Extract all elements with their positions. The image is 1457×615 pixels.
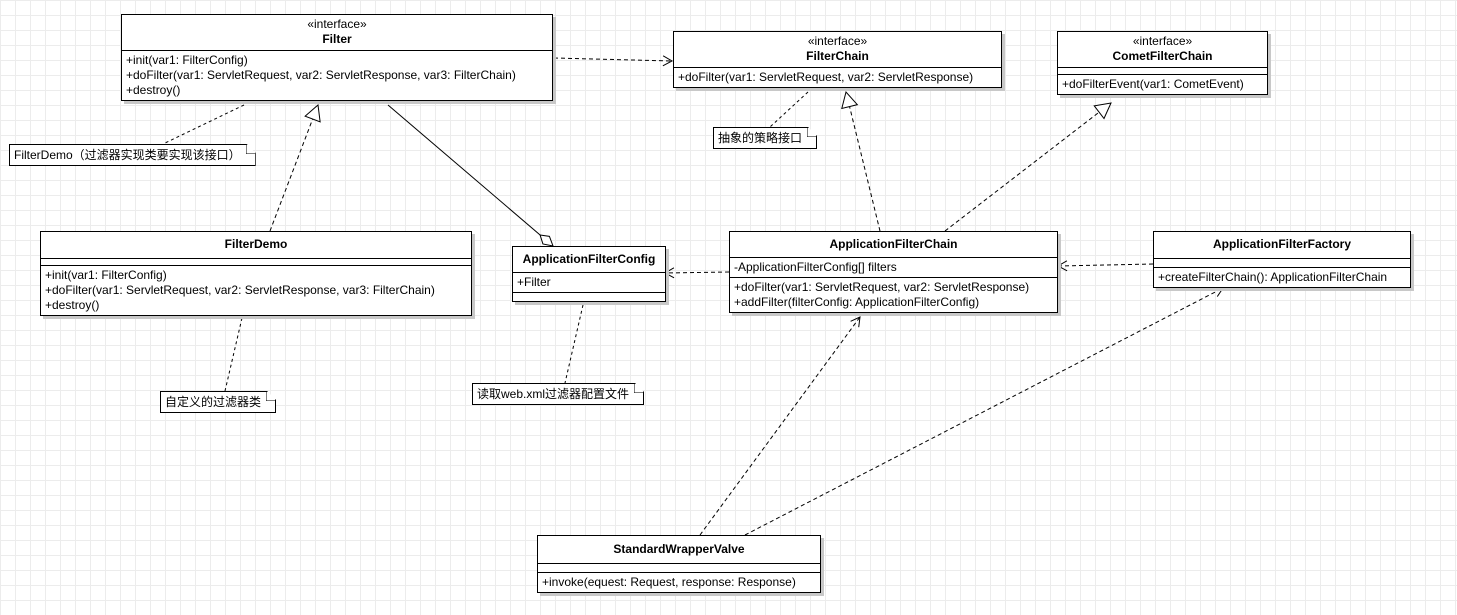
operations-compartment: +doFilter(var1: ServletRequest, var2: Se… [674, 68, 1001, 87]
class-filter[interactable]: «interface» Filter +init(var1: FilterCon… [121, 14, 553, 101]
class-name: ApplicationFilterChain [829, 237, 958, 251]
class-filterdemo[interactable]: FilterDemo +init(var1: FilterConfig) +do… [40, 231, 472, 316]
operations-compartment: +createFilterChain(): ApplicationFilterC… [1154, 268, 1410, 287]
operation: +addFilter(filterConfig: ApplicationFilt… [734, 295, 980, 309]
operation: +doFilter(var1: ServletRequest, var2: Se… [678, 70, 974, 84]
class-name: ApplicationFilterFactory [1212, 237, 1352, 251]
attributes-compartment [1058, 68, 1267, 75]
class-applicationfilterchain[interactable]: ApplicationFilterChain -ApplicationFilte… [729, 231, 1058, 313]
operations-compartment: +doFilterEvent(var1: CometEvent) [1058, 75, 1267, 94]
anchor-filter-note [162, 104, 245, 145]
stereotype-label: «interface» [307, 17, 367, 31]
class-header: ApplicationFilterFactory [1154, 232, 1410, 259]
attributes-compartment: -ApplicationFilterConfig[] filters [730, 258, 1057, 278]
class-standardwrappervalve[interactable]: StandardWrapperValve +invoke(equest: Req… [537, 535, 821, 593]
aggregation-filter-to-config [387, 104, 554, 247]
operation: +invoke(equest: Request, response: Respo… [542, 575, 796, 589]
note-config[interactable]: 读取web.xml过滤器配置文件 [472, 383, 644, 405]
attributes-compartment: +Filter [513, 273, 665, 293]
operations-compartment: +init(var1: FilterConfig) +doFilter(var1… [41, 266, 471, 315]
stereotype-label: «interface» [1132, 34, 1193, 48]
dependency-factory-to-chain [1056, 260, 1154, 272]
attribute: -ApplicationFilterConfig[] filters [734, 260, 897, 274]
note-text: FilterDemo（过滤器实现类要实现该接口） [14, 148, 241, 162]
operation: +destroy() [45, 298, 100, 312]
class-cometfilterchain[interactable]: «interface» CometFilterChain +doFilterEv… [1057, 31, 1268, 95]
operation: +doFilterEvent(var1: CometEvent) [1062, 77, 1244, 91]
operations-compartment [513, 293, 665, 301]
operation: +init(var1: FilterConfig) [126, 53, 248, 67]
note-text: 抽象的策略接口 [718, 131, 803, 145]
anchor-filterchain-note [769, 91, 809, 128]
class-filterchain[interactable]: «interface» FilterChain +doFilter(var1: … [673, 31, 1002, 88]
note-filter[interactable]: FilterDemo（过滤器实现类要实现该接口） [9, 144, 256, 166]
class-header: «interface» CometFilterChain [1058, 32, 1267, 68]
note-filterdemo[interactable]: 自定义的过滤器类 [160, 391, 276, 413]
attribute: +Filter [517, 275, 551, 289]
operations-compartment: +doFilter(var1: ServletRequest, var2: Se… [730, 278, 1057, 312]
realization-chain-to-cometfilterchain [944, 102, 1112, 232]
class-header: FilterDemo [41, 232, 471, 259]
attributes-compartment [41, 259, 471, 266]
realization-filterdemo-to-filter [269, 104, 321, 232]
stereotype-label: «interface» [807, 34, 868, 48]
class-header: ApplicationFilterConfig [513, 247, 665, 273]
class-name: ApplicationFilterConfig [522, 252, 656, 266]
dependency-valve-to-factory [744, 287, 1224, 536]
class-header: «interface» FilterChain [674, 32, 1001, 68]
attributes-compartment [538, 564, 820, 573]
note-filterchain[interactable]: 抽象的策略接口 [713, 127, 817, 149]
operation: +init(var1: FilterConfig) [45, 268, 167, 282]
class-applicationfilterfactory[interactable]: ApplicationFilterFactory +createFilterCh… [1153, 231, 1411, 288]
class-name: FilterDemo [224, 237, 288, 251]
note-text: 读取web.xml过滤器配置文件 [477, 387, 630, 401]
dependency-chain-to-config [663, 267, 730, 279]
attributes-compartment [1154, 259, 1410, 268]
dependency-valve-to-chain [699, 316, 861, 536]
class-header: StandardWrapperValve [538, 536, 820, 564]
anchor-config-note [564, 304, 584, 384]
dependency-filter-to-filterchain [553, 55, 674, 67]
operation: +doFilter(var1: ServletRequest, var2: Se… [45, 283, 435, 297]
operation: +createFilterChain(): ApplicationFilterC… [1158, 270, 1388, 284]
class-applicationfilterconfig[interactable]: ApplicationFilterConfig +Filter [512, 246, 666, 302]
operation: +doFilter(var1: ServletRequest, var2: Se… [734, 280, 1030, 294]
anchor-filterdemo-note [224, 317, 243, 392]
operation: +destroy() [126, 83, 181, 97]
class-name: CometFilterChain [1112, 49, 1213, 63]
class-header: «interface» Filter [122, 15, 552, 51]
class-name: StandardWrapperValve [613, 542, 745, 556]
class-name: FilterChain [806, 49, 869, 63]
class-header: ApplicationFilterChain [730, 232, 1057, 258]
operation: +doFilter(var1: ServletRequest, var2: Se… [126, 68, 516, 82]
class-name: Filter [322, 32, 352, 46]
operations-compartment: +init(var1: FilterConfig) +doFilter(var1… [122, 51, 552, 100]
realization-chain-to-filterchain [841, 90, 881, 232]
note-text: 自定义的过滤器类 [165, 395, 262, 409]
operations-compartment: +invoke(equest: Request, response: Respo… [538, 573, 820, 592]
